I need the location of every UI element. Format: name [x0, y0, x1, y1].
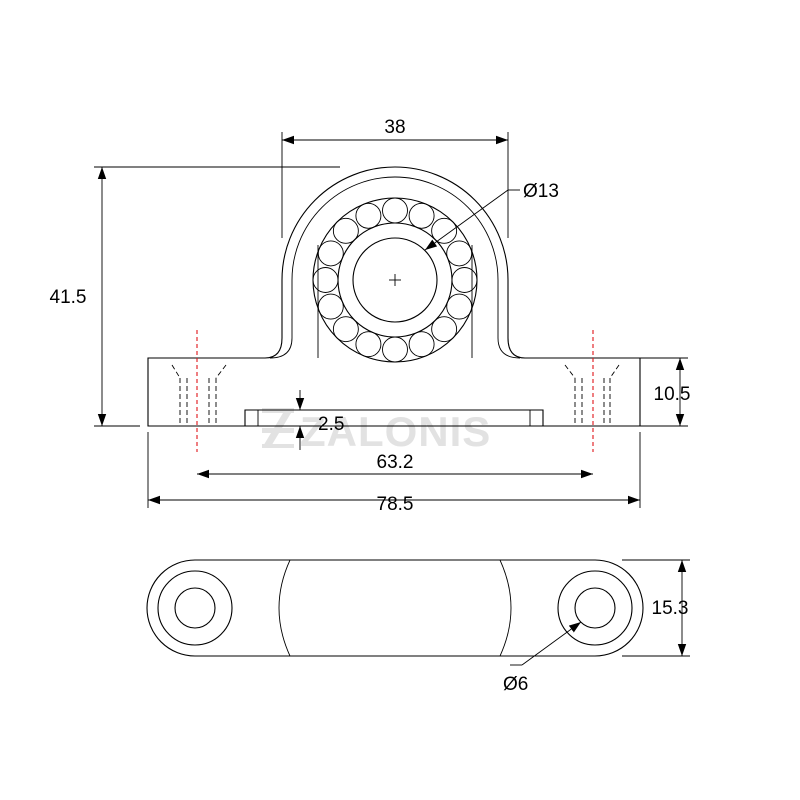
watermark-text: ZALONIS — [300, 408, 491, 455]
base-groove — [244, 409, 544, 426]
dim-top-width-label: 38 — [384, 117, 405, 138]
left-mounting-hole — [171, 330, 227, 452]
dim-base-height: 10.5 — [640, 357, 691, 427]
bearing-inner-ring — [337, 222, 453, 338]
front-view — [147, 166, 641, 452]
plan-view — [146, 559, 644, 657]
dim-groove-depth-label: 2.5 — [318, 414, 344, 435]
housing-outline — [147, 166, 641, 427]
plan-housing-right-edge — [499, 559, 512, 657]
bearing-roller — [382, 336, 408, 363]
bearing-roller — [382, 197, 408, 224]
dim-total-height-label: 41.5 — [50, 287, 87, 308]
bearing-rollers — [312, 197, 478, 363]
dim-hole-diameter-label: Ø6 — [503, 674, 528, 695]
bearing-roller — [431, 316, 458, 343]
plan-right-counterbore — [557, 570, 633, 646]
plan-left-counterbore — [157, 570, 233, 646]
bearing-roller — [408, 331, 435, 358]
dim-base-height-label: 10.5 — [654, 384, 691, 405]
plan-outline — [146, 559, 644, 657]
bearing-bore — [352, 237, 438, 323]
dim-plan-width: 15.3 — [622, 559, 690, 657]
bearing-roller — [431, 217, 458, 244]
bearing-roller — [355, 331, 382, 358]
dim-plan-width-label: 15.3 — [652, 598, 689, 619]
dim-bore-diameter-label: Ø13 — [523, 181, 559, 202]
watermark-logo-icon — [262, 408, 294, 448]
housing-inner-arch — [269, 176, 521, 359]
plan-housing-left-edge — [278, 559, 291, 657]
bearing-roller — [317, 240, 344, 267]
plan-right-hole — [574, 587, 616, 629]
bearing-roller — [312, 267, 339, 293]
dim-top-width: 38 — [281, 117, 509, 238]
dim-total-length-label: 78.5 — [377, 494, 414, 515]
dim-groove-depth: 2.5 — [266, 390, 344, 450]
dim-hole-spacing-label: 63.2 — [377, 452, 414, 473]
dim-hole-diameter: Ø6 — [503, 621, 582, 695]
watermark: ZALONIS — [262, 408, 491, 455]
bearing-roller — [408, 202, 435, 229]
bearing-roller — [332, 316, 359, 343]
bearing — [312, 197, 478, 363]
dim-hole-spacing: 63.2 — [197, 452, 593, 479]
bearing-roller — [446, 293, 473, 320]
bearing-roller — [446, 240, 473, 267]
bearing-roller — [332, 217, 359, 244]
dim-bore-diameter: Ø13 — [424, 181, 559, 251]
dim-total-length: 78.5 — [147, 432, 641, 515]
bearing-roller — [317, 293, 344, 320]
bearing-roller — [451, 267, 478, 293]
bearing-roller — [355, 202, 382, 229]
plan-left-hole — [174, 587, 216, 629]
dim-total-height: 41.5 — [50, 166, 340, 427]
right-mounting-hole — [564, 330, 620, 452]
